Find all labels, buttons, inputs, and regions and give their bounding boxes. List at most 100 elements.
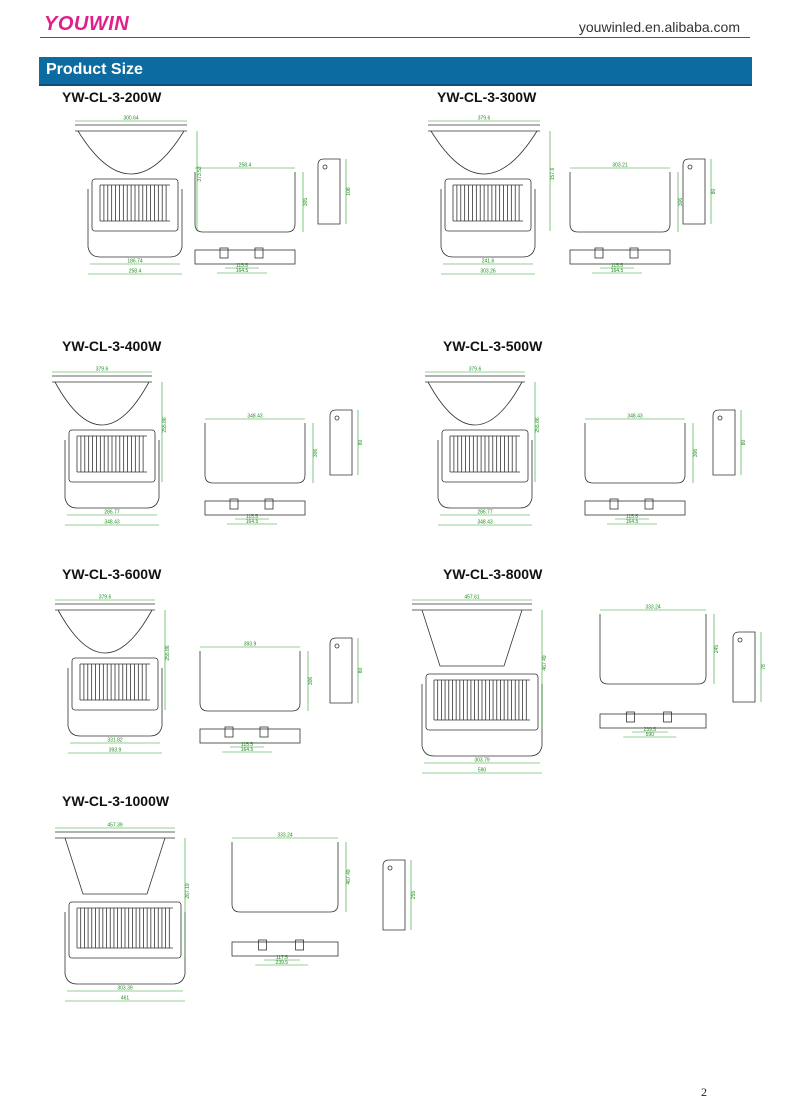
- mount-slot: [609, 498, 619, 510]
- dimension-label: 115.5: [246, 514, 258, 520]
- bracket-front-view: [231, 842, 339, 913]
- dimension-label: 348.43: [247, 414, 263, 420]
- mount-bracket: [437, 440, 533, 509]
- dimension-label: 255.86: [165, 645, 171, 661]
- model-title-800w: YW-CL-3-800W: [443, 566, 543, 582]
- mount-slot: [626, 711, 635, 723]
- bolt-hole: [737, 637, 743, 643]
- reflector: [54, 381, 150, 426]
- website-url: youwinled.en.alibaba.com: [578, 19, 740, 35]
- mount-bracket: [64, 912, 186, 985]
- mount-slot: [258, 939, 267, 951]
- bolt-hole: [334, 415, 340, 421]
- dimension-label: 186.74: [127, 259, 143, 265]
- mount-slot: [295, 939, 305, 951]
- dimension-label: 331.82: [107, 738, 123, 744]
- drawing-yw-cl-3-600w: 331.82393.9379.6255.86393.9306115.5164.5…: [55, 595, 364, 754]
- dimension-label: 457.61: [464, 595, 480, 601]
- model-title-1000w: YW-CL-3-1000W: [62, 793, 170, 809]
- model-title-300w: YW-CL-3-300W: [437, 89, 537, 105]
- housing: [71, 657, 159, 711]
- bolt-hole: [687, 164, 693, 170]
- base-plate: [599, 713, 707, 729]
- bracket-front-view: [569, 172, 671, 233]
- drawing-yw-cl-3-1000w: 303.39461457.39267.19333.24467.49117.523…: [55, 823, 417, 1002]
- base-plate: [569, 249, 671, 265]
- dimension-label: 157.6: [550, 168, 556, 181]
- dimension-label: 590: [478, 768, 487, 774]
- mount-bracket: [67, 668, 163, 737]
- dimension-label: 457.39: [107, 823, 123, 829]
- bracket-front-view: [204, 423, 306, 484]
- dimension-label: 245: [714, 645, 720, 654]
- base-plate: [194, 249, 296, 265]
- dimension-label: 164.5: [236, 268, 249, 274]
- side-bracket: [329, 637, 353, 704]
- side-bracket: [732, 631, 756, 703]
- bolt-hole: [717, 415, 723, 421]
- bolt-hole: [387, 865, 393, 871]
- dimension-label: 333.24: [277, 833, 293, 839]
- dimension-label: 258.4: [129, 269, 142, 275]
- base-plate: [199, 728, 301, 744]
- dimension-label: 348.43: [104, 520, 120, 526]
- side-bracket: [382, 859, 406, 931]
- mount-slot: [629, 247, 639, 259]
- mount-slot: [594, 247, 604, 259]
- mount-bracket: [421, 684, 543, 757]
- dimension-label: 306: [678, 198, 684, 207]
- mount-slot: [229, 498, 239, 510]
- mount-bracket: [87, 189, 183, 258]
- dimension-label: 239.5: [644, 727, 657, 733]
- bracket-front-view: [194, 172, 296, 233]
- dimension-label: 379.6: [99, 595, 112, 601]
- side-bracket: [317, 158, 341, 225]
- dimension-label: 348.43: [627, 414, 643, 420]
- brand-logo: YOUWIN: [44, 13, 130, 35]
- dimension-label: 115.5: [611, 263, 623, 269]
- dimension-label: 467.49: [542, 655, 548, 671]
- reflector: [427, 381, 523, 426]
- dimension-label: 164.5: [611, 268, 624, 274]
- housing: [425, 673, 539, 731]
- base-plate: [231, 941, 339, 957]
- dimension-label: 78: [761, 664, 767, 670]
- model-title-600w: YW-CL-3-600W: [62, 566, 162, 582]
- mount-slot: [644, 498, 654, 510]
- reflector: [64, 837, 166, 895]
- dimension-label: 117.5: [276, 955, 288, 961]
- dimension-label: 379.6: [469, 367, 482, 373]
- dimension-label: 303.26: [480, 269, 496, 275]
- mount-slot: [663, 711, 672, 723]
- drawing-yw-cl-3-200w: 186.74258.4300.64373.52258.4305115.5164.…: [75, 116, 352, 275]
- reflector: [421, 609, 523, 667]
- mount-slot: [264, 498, 274, 510]
- model-title-500w: YW-CL-3-500W: [443, 338, 543, 354]
- dimension-label: 108: [346, 187, 352, 196]
- dimension-label: 80: [358, 440, 364, 446]
- dimension-label: 164.5: [246, 519, 259, 525]
- bracket-front-view: [199, 651, 301, 712]
- model-title-400w: YW-CL-3-400W: [62, 338, 162, 354]
- base-plate: [204, 500, 306, 516]
- dimension-label: 467.49: [346, 869, 352, 885]
- mount-slot: [224, 726, 234, 738]
- model-title-200w: YW-CL-3-200W: [62, 89, 162, 105]
- housing: [91, 178, 179, 232]
- dimension-label: 306: [308, 677, 314, 686]
- page-number: 2: [701, 1085, 707, 1099]
- housing: [68, 429, 156, 483]
- dimension-label: 258.4: [239, 163, 252, 169]
- dimension-label: 241.6: [482, 259, 495, 265]
- dimension-label: 80: [711, 189, 717, 195]
- side-bracket: [682, 158, 706, 225]
- dimension-label: 306: [693, 449, 699, 458]
- drawing-yw-cl-3-500w: 286.77348.43379.6255.86348.43306115.5164…: [425, 367, 747, 526]
- mount-bracket: [64, 440, 160, 509]
- dimension-label: 164.5: [626, 519, 639, 525]
- bracket-front-view: [599, 614, 707, 685]
- dimension-label: 80: [741, 440, 747, 446]
- mount-slot: [254, 247, 264, 259]
- bolt-hole: [334, 643, 340, 649]
